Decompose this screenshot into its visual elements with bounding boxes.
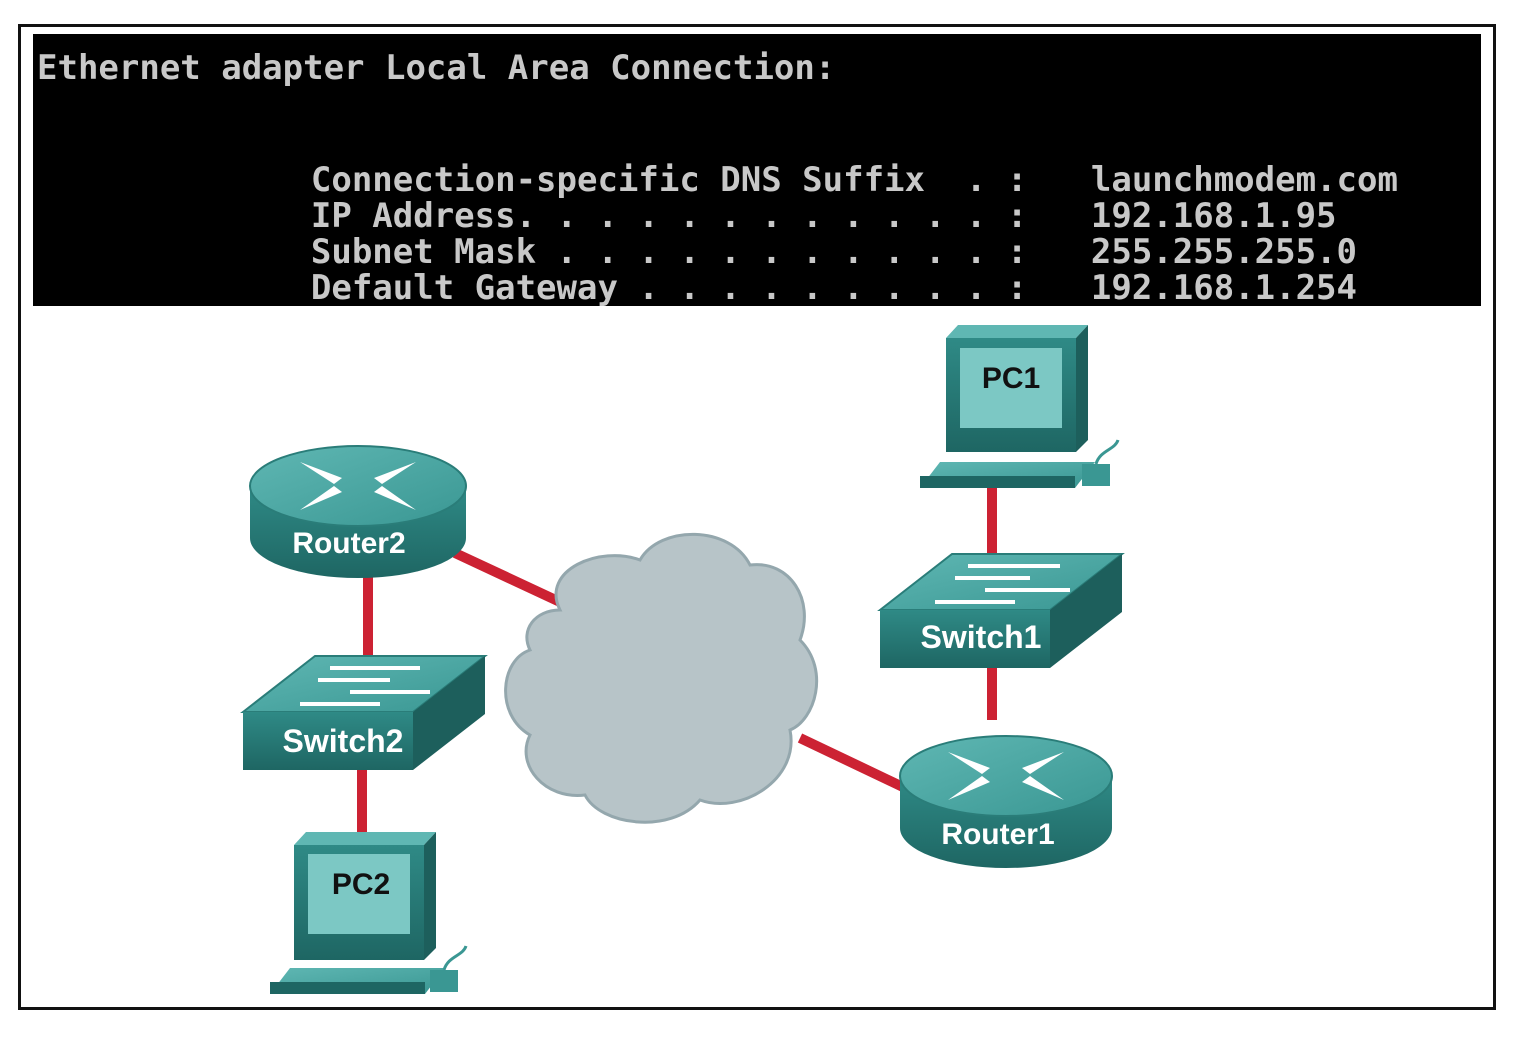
- link-router2-cloud: [452, 548, 563, 607]
- switch1-label: Switch1: [921, 619, 1042, 655]
- pc-icon: [270, 832, 468, 994]
- terminal-row-dns-suffix: Connection-specific DNS Suffix . : launch…: [229, 120, 1398, 240]
- link-cloud-router1: [797, 733, 908, 793]
- router1-label: Router1: [941, 818, 1054, 851]
- links: [357, 485, 997, 840]
- cloud-icon: [504, 532, 819, 824]
- terminal-value: 255.255.255.0: [1090, 232, 1357, 272]
- router2-label: Router2: [292, 527, 405, 560]
- switch-icon: [877, 553, 1125, 668]
- router-icon: [249, 445, 467, 578]
- switch2-label: Switch2: [283, 723, 404, 759]
- switch-icon: [240, 655, 488, 770]
- terminal-row-subnet-mask: Subnet Mask . . . . . . . . . . . : 255.2…: [229, 192, 1357, 312]
- terminal-label: Default Gateway . . . . . . . . . :: [310, 268, 1028, 308]
- terminal-header: Ethernet adapter Local Area Connection:: [37, 48, 836, 88]
- pc-icon: [920, 325, 1120, 488]
- terminal-value: launchmodem.com: [1090, 160, 1398, 200]
- terminal-row-ip-address: IP Address. . . . . . . . . . . . : 192.1…: [229, 156, 1337, 276]
- pc1-label: PC1: [982, 362, 1040, 395]
- terminal-label: Connection-specific DNS Suffix . :: [310, 160, 1028, 200]
- terminal-label: IP Address. . . . . . . . . . . . :: [310, 196, 1028, 236]
- router-icon: [899, 735, 1113, 868]
- pc2-label: PC2: [332, 868, 390, 901]
- terminal-output: Ethernet adapter Local Area Connection: …: [33, 34, 1481, 308]
- terminal-row-default-gateway: Default Gateway . . . . . . . . . : 192.1…: [229, 228, 1357, 348]
- terminal-value: 192.168.1.95: [1090, 196, 1337, 236]
- terminal-label: Subnet Mask . . . . . . . . . . . :: [310, 232, 1028, 272]
- terminal-value: 192.168.1.254: [1090, 268, 1357, 308]
